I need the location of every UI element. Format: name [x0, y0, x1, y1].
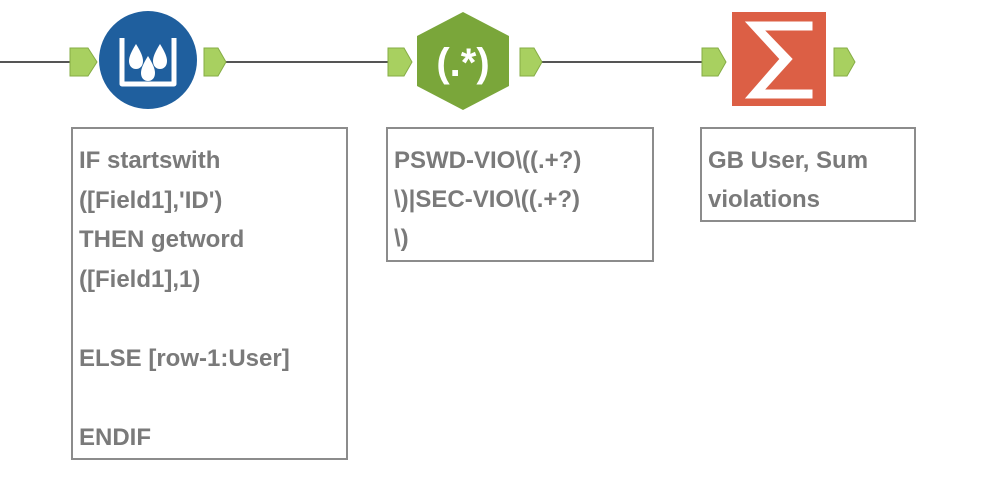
annotation-line: THEN getword [79, 226, 245, 253]
annotation-line: ELSE [row-1:User] [79, 344, 290, 372]
annotation-line [79, 378, 340, 418]
annotation-line: \)|SEC-VIO\((.+?) [394, 186, 581, 213]
sigma-icon [732, 12, 826, 106]
annotation-line: ([Field1],1) [79, 265, 201, 293]
regex-annotation[interactable]: PSWD-VIO\((.+?) \)|SEC-VIO\((.+?) \) [386, 127, 654, 262]
summarize-tool[interactable] [701, 12, 856, 106]
output-anchor[interactable] [833, 47, 856, 77]
regex-tool[interactable]: (.*) [387, 12, 543, 110]
annotation-line: PSWD-VIO\((.+?) [394, 147, 582, 174]
bucket-glyph [119, 38, 177, 87]
summarize-annotation[interactable]: GB User, Sum violations [700, 127, 916, 222]
annotation-line: IF startswith [79, 147, 221, 174]
input-anchor[interactable] [701, 47, 727, 77]
input-anchor[interactable] [387, 47, 413, 77]
annotation-line [79, 299, 340, 339]
regex-glyph: (.*) [436, 41, 489, 85]
output-anchor[interactable] [203, 47, 227, 77]
droplets-glyph [129, 44, 167, 81]
annotation-line: \) [394, 225, 409, 252]
multi-row-formula-tool[interactable] [69, 11, 227, 109]
input-anchor[interactable] [69, 47, 98, 77]
annotation-line: ([Field1],'ID') [79, 186, 223, 214]
multi-row-formula-annotation[interactable]: IF startswith ([Field1],'ID') THEN getwo… [71, 127, 348, 460]
annotation-line: ENDIF [79, 423, 151, 451]
annotation-line: violations [708, 186, 821, 213]
regex-hexagon-icon [417, 12, 509, 110]
output-anchor[interactable] [519, 47, 543, 77]
annotation-line: GB User, Sum [708, 147, 869, 174]
